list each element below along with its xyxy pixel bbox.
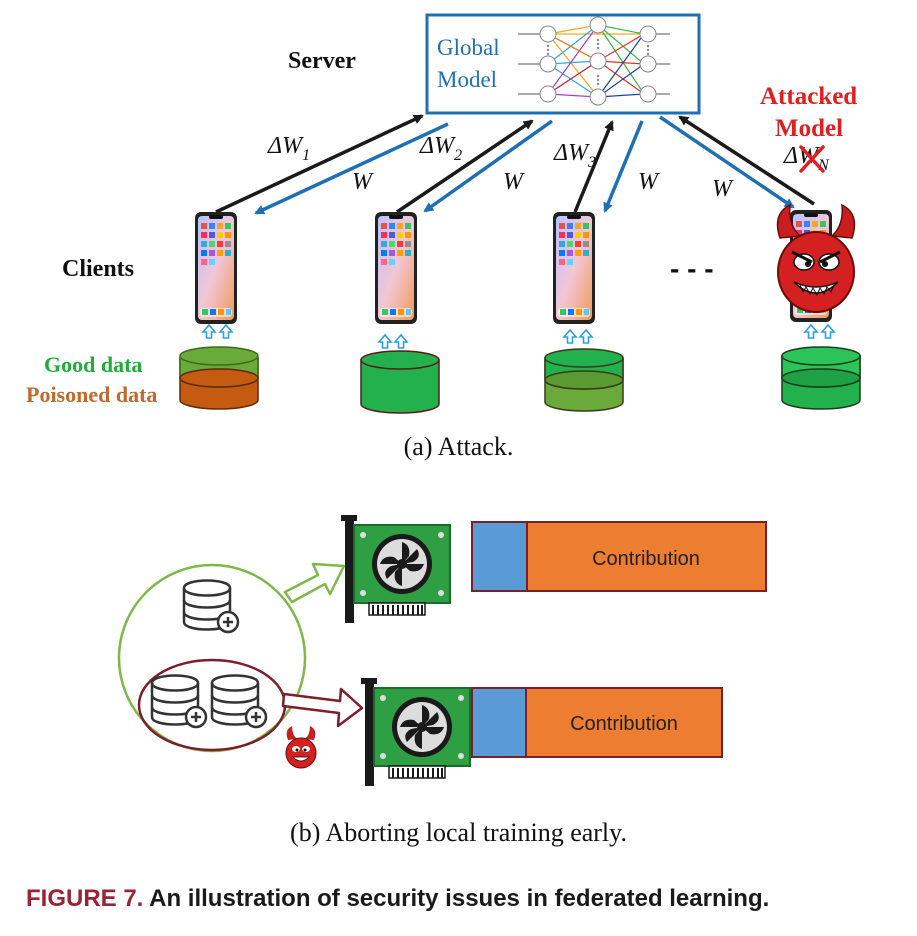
database-add-icon-right <box>210 674 268 729</box>
good-data-label: Good data <box>44 352 142 377</box>
attacked-model-line1: Attacked <box>760 83 857 110</box>
upload-arrow-4 <box>678 115 815 206</box>
upload-arrow-icon-3b <box>579 329 593 344</box>
update-arrows <box>215 114 815 215</box>
devil-icon <box>776 203 856 313</box>
global-model-box: Global Model <box>425 13 701 115</box>
smartphone-icon-3 <box>553 212 595 324</box>
database-icon-4 <box>781 346 861 410</box>
database-add-icon-left <box>150 674 208 729</box>
broadcast-label-1: W <box>352 169 374 195</box>
broadcast-arrow-1 <box>254 122 449 215</box>
contribution-top-label: Contribution <box>592 548 700 570</box>
upload-arrow-2 <box>396 119 534 214</box>
broadcast-arrow-2 <box>423 119 554 213</box>
upload-arrow-icon-4a <box>804 324 818 339</box>
broadcast-arrow-4 <box>659 115 795 209</box>
gpu-card-icon-top <box>340 514 451 624</box>
x-mark-icon <box>799 145 825 173</box>
figure-caption-text: An illustration of security issues in fe… <box>149 885 770 912</box>
clients-label: Clients <box>62 256 134 282</box>
smartphone-icon-1 <box>195 212 237 324</box>
upload-arrow-icon-2a <box>378 334 392 349</box>
update-label-2: ΔW2 <box>419 133 462 164</box>
database-icon-3 <box>544 348 624 412</box>
broadcast-label-2: W <box>503 169 525 195</box>
attacked-model-line2: Model <box>775 115 843 142</box>
early-abort-panel: Contribution Contribution <box>117 514 767 787</box>
green-arrow <box>283 562 346 604</box>
figure-caption: FIGURE 7. An illustration of security is… <box>26 885 769 913</box>
update-label-1: ΔW1 <box>267 133 310 164</box>
caption-attack: (a) Attack. <box>403 432 514 461</box>
upload-arrow-1 <box>215 114 424 214</box>
smartphone-icon-2 <box>375 212 417 324</box>
maroon-arrow <box>281 687 364 728</box>
database-icon-2 <box>360 350 440 414</box>
server-label: Server <box>288 48 356 74</box>
small-devil-icon <box>285 726 317 769</box>
global-model-line1: Global <box>437 35 500 60</box>
contribution-bar-bottom: Contribution <box>471 687 723 758</box>
poisoned-data-label: Poisoned data <box>26 382 157 407</box>
caption-early-abort: (b) Aborting local training early. <box>290 818 627 847</box>
upload-arrow-icon-1b <box>219 324 233 339</box>
upload-arrow-icon-2b <box>394 334 408 349</box>
upload-arrow-icon-4b <box>821 324 835 339</box>
gpu-card-icon-bottom <box>360 677 471 787</box>
contribution-bar-top: Contribution <box>471 521 767 592</box>
global-model-line2: Model <box>437 67 497 92</box>
neural-network-icon <box>518 16 670 106</box>
figure-caption-label: FIGURE 7. <box>26 885 144 912</box>
upload-arrow-icon-3a <box>563 329 577 344</box>
ellipsis: - - - <box>670 253 714 284</box>
broadcast-label-4: W <box>712 176 734 202</box>
broadcast-label-3: W <box>638 169 660 195</box>
upload-arrow-icon-1a <box>202 324 216 339</box>
database-add-icon-top <box>182 579 240 634</box>
upload-arrow-3 <box>573 120 614 213</box>
broadcast-arrow-3 <box>603 120 644 213</box>
contribution-bottom-label: Contribution <box>570 713 678 735</box>
attack-panel: Server Global Model <box>26 13 861 414</box>
database-icon-1 <box>179 346 259 410</box>
update-label-3: ΔW3 <box>553 140 596 171</box>
